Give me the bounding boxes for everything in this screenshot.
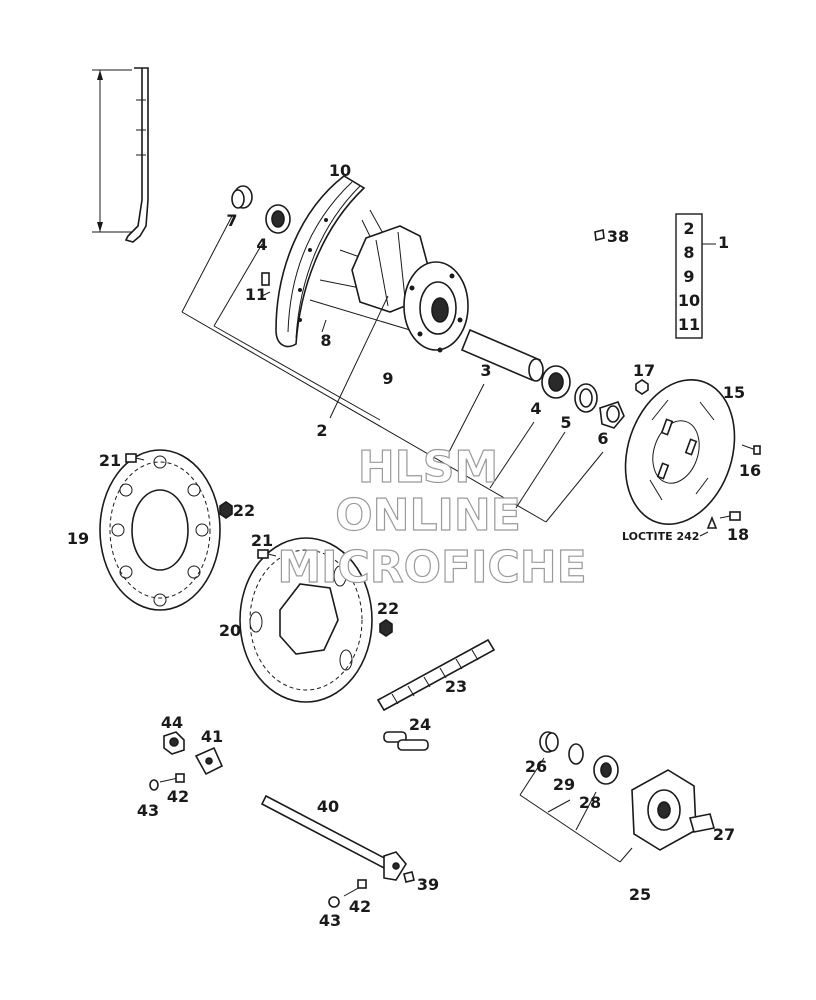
spacer-6-part — [599, 401, 625, 429]
kit-item-2: 8 — [683, 243, 694, 262]
callout-16: 16 — [739, 461, 761, 480]
callout-40: 40 — [317, 797, 339, 816]
watermark-line3: MICROFICHE — [277, 542, 586, 593]
callout-25: 25 — [629, 885, 651, 904]
callout-44: 44 — [161, 713, 183, 732]
chain-link-24-part — [383, 731, 429, 751]
callout-6: 6 — [597, 429, 608, 448]
damper-27-part — [688, 813, 716, 833]
kit-item-3: 9 — [683, 267, 694, 286]
callout-39: 39 — [417, 875, 439, 894]
watermark-line1: HLSM — [358, 442, 498, 493]
axle-40-part — [260, 794, 407, 881]
washer-43-bottom-part — [328, 896, 340, 908]
callout-19: 19 — [67, 529, 89, 548]
plate-41-part — [194, 746, 224, 776]
callouts: 2 3 4 4 5 6 7 8 9 10 11 15 16 17 18 19 2… — [67, 161, 761, 930]
bearing-4-mid-part — [541, 365, 571, 399]
bushing-3-part — [460, 328, 544, 382]
callout-21-mid: 21 — [251, 531, 273, 550]
bolt-18-part — [706, 511, 741, 529]
bolt-21-top-part — [125, 453, 145, 463]
callout-7: 7 — [226, 211, 237, 230]
callout-28: 28 — [579, 793, 601, 812]
callout-15: 15 — [723, 383, 745, 402]
watermark-line2: ONLINE — [335, 490, 521, 541]
callout-21-top: 21 — [99, 451, 121, 470]
seal-5-part — [574, 383, 598, 413]
hub-part — [309, 209, 469, 353]
callout-43-left: 43 — [137, 801, 159, 820]
watermark: HLSM ONLINE MICROFICHE — [277, 441, 588, 593]
sprocket-19-part — [99, 449, 221, 611]
callout-3: 3 — [480, 361, 491, 380]
callout-22-top: 22 — [233, 501, 255, 520]
sprocket-20-part — [239, 537, 373, 703]
callout-26: 26 — [525, 757, 547, 776]
spacer-7-part — [231, 185, 253, 209]
nut-39-part — [403, 871, 415, 883]
spoke-drawing — [92, 67, 149, 243]
callout-18: 18 — [727, 525, 749, 544]
kit-item-1: 2 — [683, 219, 694, 238]
callout-41: 41 — [201, 727, 223, 746]
leader-lines — [181, 215, 716, 863]
callout-17: 17 — [633, 361, 655, 380]
bearing-28-part — [593, 755, 619, 785]
callout-4-top: 4 — [256, 235, 267, 254]
bolt-42-left-part — [159, 773, 185, 783]
callout-8: 8 — [320, 331, 331, 350]
carrier-25-part — [631, 769, 697, 851]
washer-43-left-part — [149, 779, 159, 791]
bolt-42-bottom-part — [343, 879, 367, 897]
nut-22-mid-part — [379, 619, 393, 637]
nut-44-part — [163, 731, 185, 755]
callout-43-bottom: 43 — [319, 911, 341, 930]
callout-5: 5 — [560, 413, 571, 432]
kit-label: 1 — [718, 233, 729, 252]
brake-disc-part — [624, 379, 736, 525]
callout-9: 9 — [382, 369, 393, 388]
callout-38: 38 — [607, 227, 629, 246]
rim-part — [275, 175, 366, 348]
chain-23-part — [376, 638, 496, 712]
nut-22-top-part — [219, 501, 233, 519]
bolt-21-mid-part — [257, 549, 277, 559]
callout-4-mid: 4 — [530, 399, 541, 418]
callout-27: 27 — [713, 825, 735, 844]
spacer-26-part — [539, 731, 559, 753]
callout-42-bottom: 42 — [349, 897, 371, 916]
seal-29-part — [568, 743, 584, 765]
nipple-11-part — [261, 272, 270, 286]
callout-20: 20 — [219, 621, 241, 640]
callout-10: 10 — [329, 161, 351, 180]
callout-11: 11 — [245, 285, 267, 304]
nut-17-part — [635, 379, 649, 395]
callout-24: 24 — [409, 715, 431, 734]
bearing-4-top-part — [265, 204, 291, 234]
callout-29: 29 — [553, 775, 575, 794]
loctite-note: LOCTITE 242 — [622, 530, 699, 543]
kit-box: 2 8 9 10 11 1 — [675, 213, 729, 339]
kit-item-4: 10 — [678, 291, 700, 310]
bolt-16-part — [741, 444, 761, 455]
kit-item-5: 11 — [678, 315, 700, 334]
callout-23: 23 — [445, 677, 467, 696]
callout-42-left: 42 — [167, 787, 189, 806]
callout-22-mid: 22 — [377, 599, 399, 618]
callout-2: 2 — [316, 421, 327, 440]
part-38-part — [594, 229, 605, 241]
